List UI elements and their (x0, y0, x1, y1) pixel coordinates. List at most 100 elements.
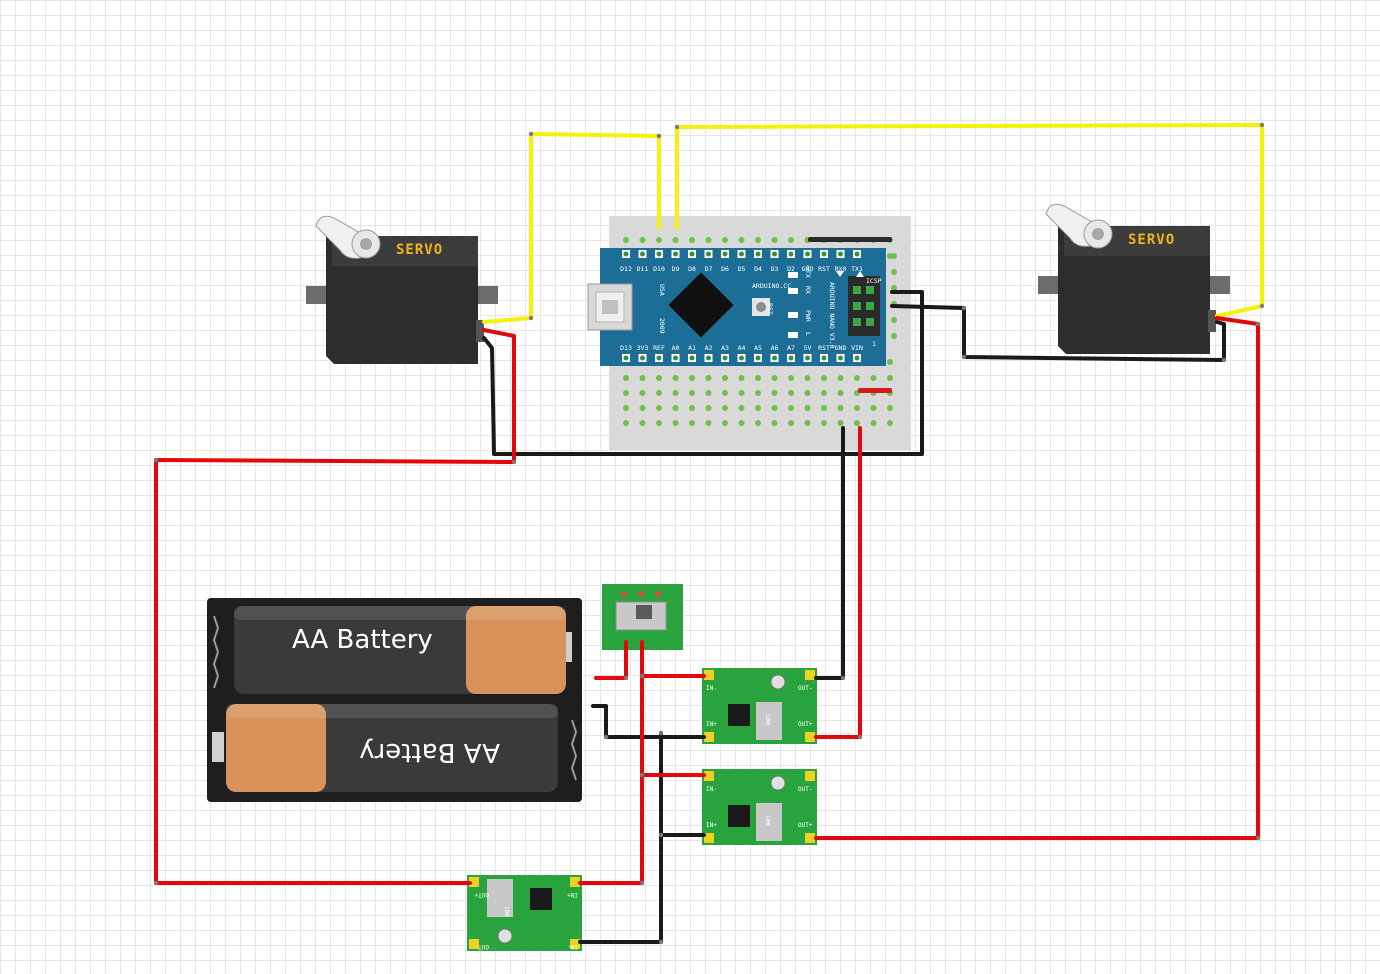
in-plus-label: IN+ (706, 822, 717, 829)
pin-label-d2: D2 (787, 265, 795, 273)
breadboard-hole (837, 420, 844, 426)
wire-bend-point (528, 315, 534, 321)
breadboard-hole (887, 420, 893, 426)
breadboard-hole (821, 375, 827, 381)
breadboard-hole (891, 253, 897, 259)
pin-label-rst: RST (818, 265, 830, 273)
breadboard-hole (771, 420, 778, 426)
header-pin-hole (673, 251, 678, 257)
breadboard-ground-jumper (808, 237, 892, 242)
switch-toggle-icon[interactable] (636, 605, 652, 619)
pin-label-d7: D7 (705, 265, 713, 273)
converter-module-a: IN- IN+ OUT- OUT+ 100 (702, 668, 817, 744)
header-pin-hole (722, 251, 728, 257)
breadboard-hole (738, 237, 745, 243)
breadboard-hole (788, 390, 794, 396)
header-pin-hole (821, 251, 827, 257)
breadboard-hole (623, 237, 629, 243)
breadboard-hole (837, 405, 844, 411)
wire-bend-point (656, 133, 662, 139)
wire-bend-point (857, 734, 863, 740)
breadboard-hole (639, 420, 646, 426)
header-pin-hole (854, 355, 860, 361)
header-pin-hole (755, 355, 761, 361)
breadboard-hole (656, 237, 662, 243)
breadboard-hole (837, 390, 844, 396)
l-led-icon (788, 332, 798, 338)
wire-endpoints (153, 122, 1265, 945)
breadboard-hole (804, 420, 811, 426)
breadboard-hole (891, 269, 897, 275)
pin-label-gnd: GND (835, 344, 847, 352)
header-pin-hole (805, 251, 810, 257)
icsp-pin (853, 302, 861, 310)
breadboard-hole (705, 390, 712, 396)
breadboard-hole (623, 375, 629, 381)
pin-label-rx0: RX0 (835, 265, 847, 273)
wire-bend-point (153, 457, 159, 463)
breadboard-hole (672, 420, 679, 426)
pin-label-3v3: 3V3 (637, 344, 649, 352)
icsp-header (848, 276, 880, 336)
converter-module-b: IN- IN+ OUT- OUT+ 100 (702, 769, 817, 845)
power-wire-right-servo (814, 316, 1260, 840)
breadboard-hole (887, 375, 893, 381)
breadboard-hole (689, 390, 695, 396)
servo-body (1058, 226, 1210, 354)
breadboard-hole (722, 420, 728, 426)
breadboard-hole (788, 420, 794, 426)
header-pin-hole (821, 355, 827, 361)
pin-label-a6: A6 (771, 344, 779, 352)
header-pin-hole (706, 251, 711, 257)
breadboard-hole (854, 420, 860, 426)
wire-bend-point (658, 730, 664, 736)
breadboard-hole (656, 420, 662, 426)
header-pin-hole (623, 251, 629, 257)
l-led-label: L (804, 332, 812, 336)
slide-switch[interactable] (602, 584, 683, 650)
arduino-pcb (600, 248, 886, 366)
breadboard-hole (738, 375, 745, 381)
pin-label-d8: D8 (688, 265, 696, 273)
wire-bend-point (840, 675, 846, 681)
regulator-chip (728, 805, 750, 827)
header-pin-hole (755, 251, 761, 257)
ground-wire-right-servo (890, 304, 1226, 362)
pin-label-a3: A3 (721, 344, 729, 352)
wire-bend-point (674, 124, 680, 130)
header-pin-hole (854, 251, 860, 257)
breadboard-hole (804, 405, 811, 411)
pin-label-d11: D11 (637, 265, 649, 273)
header-pin-hole (722, 355, 728, 361)
inductor-label: 100 (764, 815, 771, 826)
breadboard-hole (705, 237, 712, 243)
breadboard-hole (771, 375, 778, 381)
trimmer-pot-icon (770, 674, 786, 690)
wire-bend-point (1259, 303, 1265, 309)
wire-bend-point (603, 734, 609, 740)
in-minus-label: IN- (567, 943, 578, 950)
breadboard-hole (722, 375, 728, 381)
pin-label-d3: D3 (771, 265, 779, 273)
pin-label-a1: A1 (688, 344, 696, 352)
breadboard-hole (755, 237, 761, 243)
pin-label-rst: RST (818, 344, 830, 352)
breadboard-hole (821, 390, 827, 396)
breadboard-hole (689, 237, 695, 243)
ground-wire-converter-chain (659, 731, 706, 837)
wire-bend-point (639, 772, 645, 778)
header-pin-hole (838, 355, 843, 361)
breadboard-hole (755, 420, 761, 426)
regulator-chip (728, 704, 750, 726)
out-plus-label: OUT+ (474, 891, 489, 898)
out-minus-label: OUT- (475, 943, 489, 950)
icsp-pin (866, 318, 874, 326)
pin-label-d6: D6 (721, 265, 729, 273)
rx-led-label: RX (804, 286, 812, 294)
pin-label-gnd: GND (802, 265, 814, 273)
pin-marker-arrow-icon (836, 271, 844, 277)
power-wire-left-servo (154, 328, 516, 885)
wire-bend-point (1221, 357, 1227, 363)
breadboard-hole (672, 405, 679, 411)
